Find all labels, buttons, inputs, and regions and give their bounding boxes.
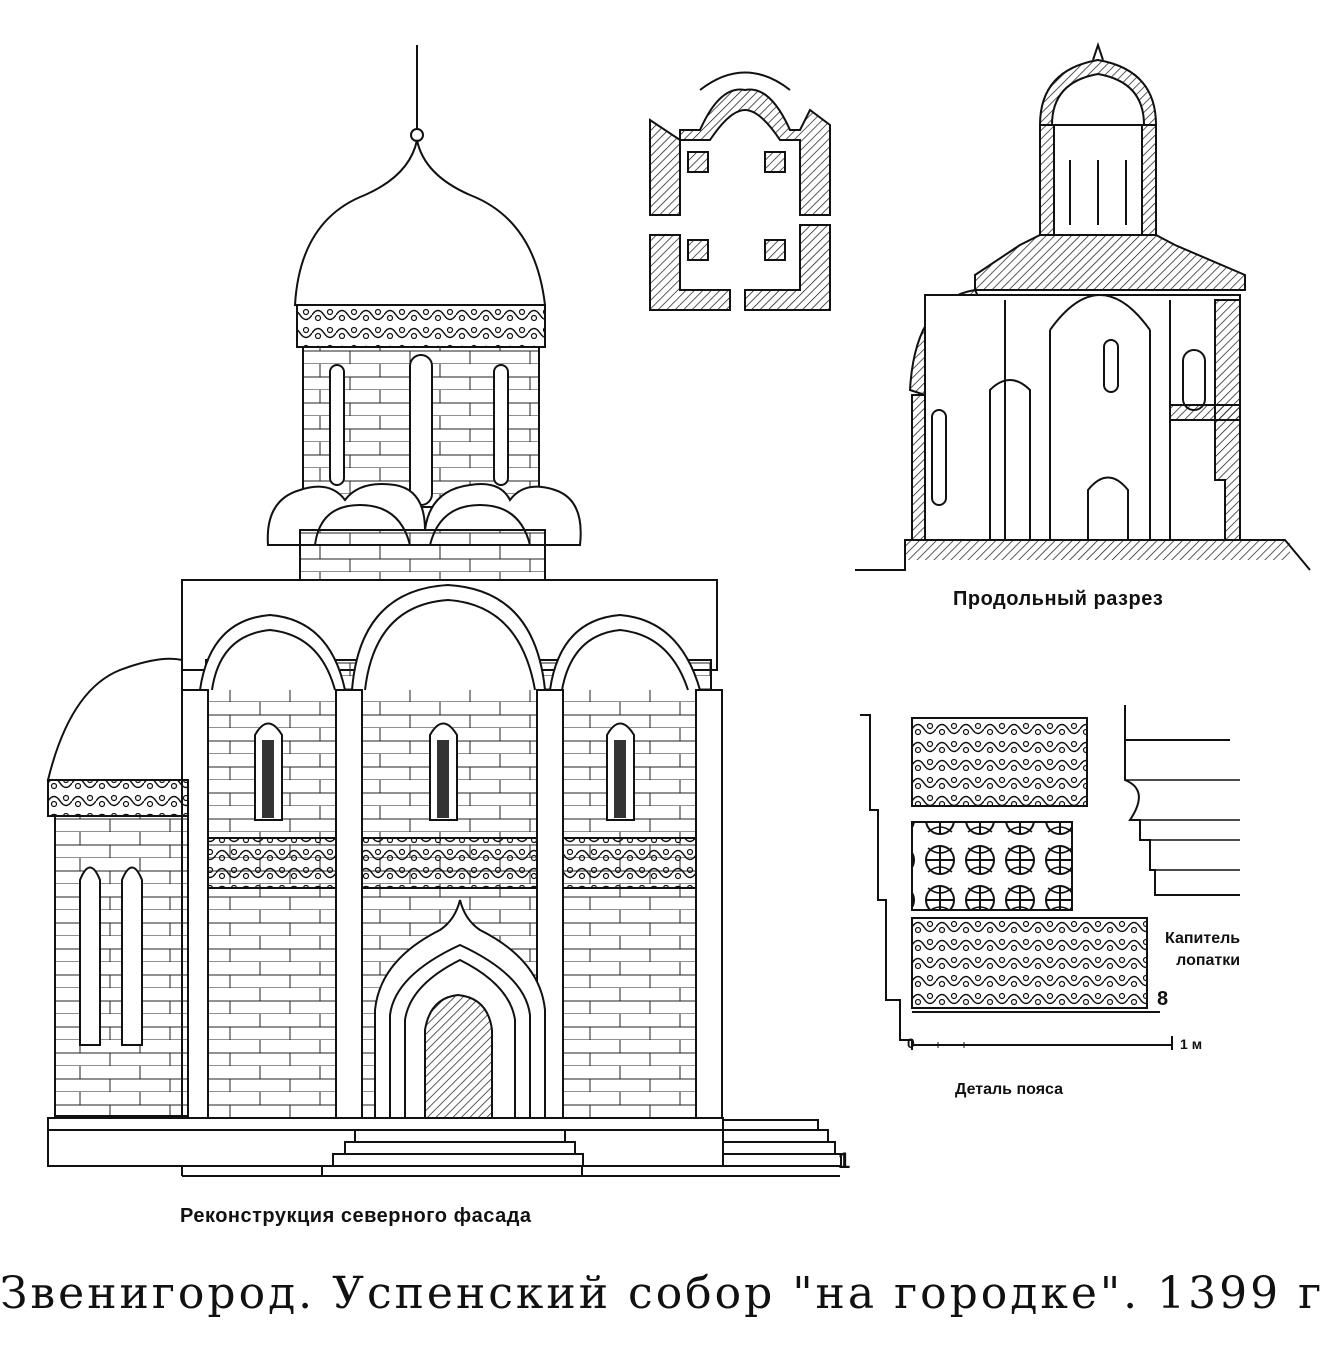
scale-bar [911,1036,1173,1050]
capital-caption-line1: Капитель [1165,930,1241,947]
belt-detail [860,705,1240,1050]
floor-plan [649,71,831,311]
capital-caption: Капитель лопатки [1165,928,1240,972]
figure-number-belt: 8 [1157,988,1169,1010]
capital-caption-line2: лопатки [1176,952,1241,969]
section-caption: Продольный разрез [953,588,1164,610]
scale-start-label: 0 [907,1035,915,1051]
scale-end-value: 1 [1180,1036,1188,1052]
facade-caption: Реконструкция северного фасада [180,1205,532,1227]
belt-detail-caption: Деталь пояса [955,1081,1064,1098]
scale-unit: м [1191,1036,1203,1052]
longitudinal-section [855,41,1311,571]
figure-number-facade: 1 [838,1148,851,1173]
north-facade [46,45,842,1177]
scale-unit-label: 1 м [1180,1036,1202,1052]
sheet-title: Звенигород. Успенский собор "на городке"… [0,1268,1327,1319]
